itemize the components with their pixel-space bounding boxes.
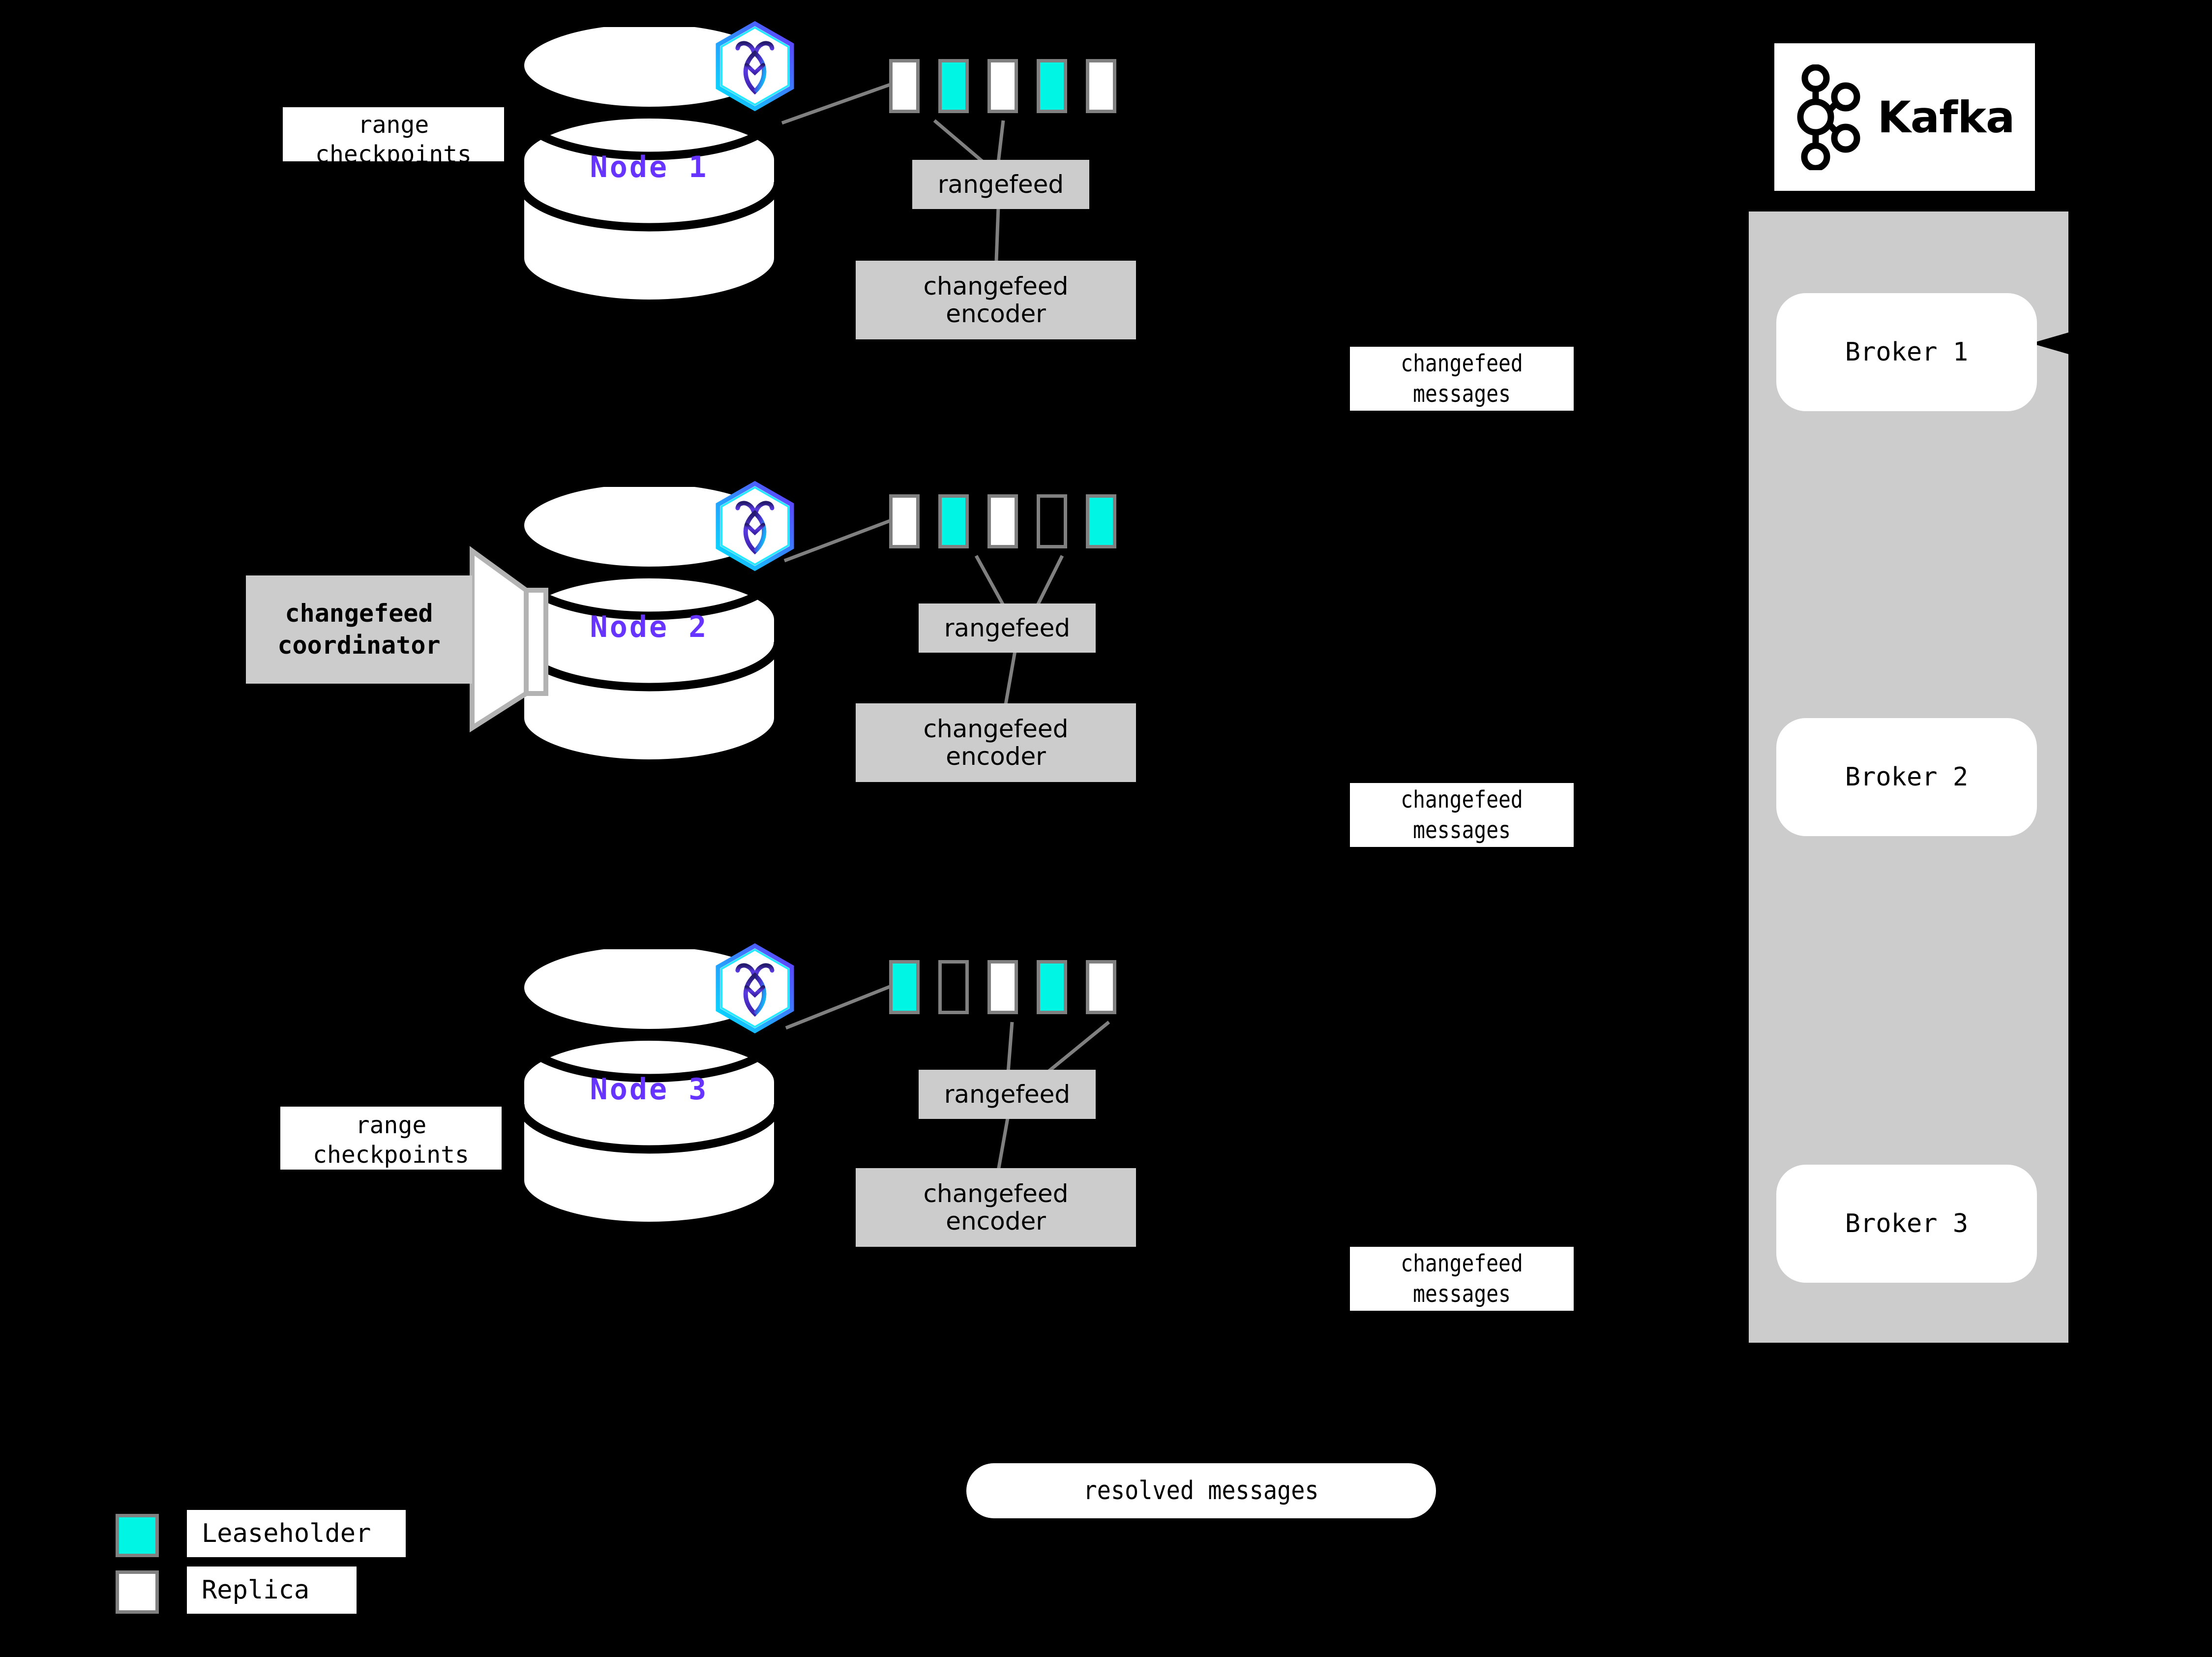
legend-label-leaseholder: Leaseholder	[187, 1510, 406, 1557]
coordinator-line2: coordinator	[277, 631, 441, 660]
node-2-range-5[interactable]	[1086, 494, 1116, 548]
broker-2[interactable]: Broker 2	[1776, 718, 2037, 836]
node-2-encoder-line1: changefeed	[923, 715, 1069, 743]
coordinator-line1: changefeed	[285, 599, 433, 628]
node-1-encoder-line1: changefeed	[923, 272, 1069, 301]
broker-3-label: Broker 3	[1845, 1209, 1969, 1238]
node-1-rangefeed-box[interactable]: rangefeed	[912, 160, 1089, 209]
node-3-cylinder: Node 3	[516, 949, 782, 1249]
node-1-range-2[interactable]	[938, 59, 969, 113]
node-1-label: Node 1	[590, 150, 709, 184]
node-2-cylinder: Node 2	[516, 487, 782, 787]
cockroachdb-hexagon-icon	[708, 20, 802, 115]
node-3-range-3[interactable]	[987, 960, 1018, 1014]
node-2-encoder-line2: encoder	[946, 742, 1046, 771]
node-3-rangefeed-label: rangefeed	[944, 1080, 1071, 1109]
node-2-rangefeed-box[interactable]: rangefeed	[919, 603, 1096, 653]
node-3-encoder-line1: changefeed	[923, 1179, 1069, 1208]
legend-swatch-leaseholder	[116, 1514, 159, 1557]
node-2-range-3[interactable]	[987, 494, 1018, 548]
node-1-range-4[interactable]	[1037, 59, 1067, 113]
node-1-range-checkpoints-label: range checkpoints	[283, 107, 504, 161]
legend-label-replica: Replica	[187, 1567, 357, 1614]
cockroachdb-hexagon-icon	[708, 480, 802, 575]
broker-2-label: Broker 2	[1845, 762, 1969, 792]
node-3-range-checkpoints-label: range checkpoints	[280, 1107, 502, 1170]
node-3-rangefeed-box[interactable]: rangefeed	[919, 1070, 1096, 1119]
broker-3[interactable]: Broker 3	[1776, 1165, 2037, 1283]
kafka-node-graph-icon	[1797, 64, 1860, 170]
legend-swatch-replica	[116, 1570, 159, 1614]
node-1-range-1[interactable]	[889, 59, 920, 113]
node-3-range-2[interactable]	[938, 960, 969, 1014]
node-3-range-1[interactable]	[889, 960, 920, 1014]
node-3-range-5[interactable]	[1086, 960, 1116, 1014]
node-3-encoder-line2: encoder	[946, 1207, 1046, 1235]
node-2-range-2[interactable]	[938, 494, 969, 548]
node-1-rangefeed-label: rangefeed	[937, 170, 1064, 199]
node-1-range-3[interactable]	[987, 59, 1018, 113]
changefeed-messages-label-1: changefeed messages	[1350, 347, 1574, 411]
node-2-range-1[interactable]	[889, 494, 920, 548]
node-1-encoder-line2: encoder	[946, 300, 1046, 328]
broker-1-label: Broker 1	[1845, 337, 1969, 367]
broker-inbound-arrow	[2031, 331, 2075, 356]
node-1-range-5[interactable]	[1086, 59, 1116, 113]
changefeed-coordinator-box[interactable]: changefeed coordinator	[246, 575, 472, 684]
cockroachdb-hexagon-icon	[708, 942, 802, 1037]
changefeed-messages-label-3: changefeed messages	[1350, 1247, 1574, 1311]
resolved-messages-pill: resolved messages	[966, 1463, 1436, 1518]
node-1-changefeed-encoder-box[interactable]: changefeed encoder	[856, 261, 1136, 339]
broker-1[interactable]: Broker 1	[1776, 293, 2037, 411]
changefeed-messages-label-2: changefeed messages	[1350, 783, 1574, 847]
node-1-cylinder: Node 1	[516, 27, 782, 327]
node-2-range-4[interactable]	[1037, 494, 1067, 548]
node-3-range-4[interactable]	[1037, 960, 1067, 1014]
node-2-changefeed-encoder-box[interactable]: changefeed encoder	[856, 703, 1136, 782]
resolved-messages-label: resolved messages	[1083, 1476, 1319, 1506]
kafka-wordmark: Kafka	[1877, 91, 2015, 143]
kafka-logo-box: Kafka	[1774, 43, 2035, 191]
node-3-changefeed-encoder-box[interactable]: changefeed encoder	[856, 1168, 1136, 1247]
coordinator-wedge	[467, 531, 566, 740]
node-2-label: Node 2	[590, 610, 709, 644]
node-2-rangefeed-label: rangefeed	[944, 614, 1071, 642]
node-3-label: Node 3	[590, 1072, 709, 1107]
